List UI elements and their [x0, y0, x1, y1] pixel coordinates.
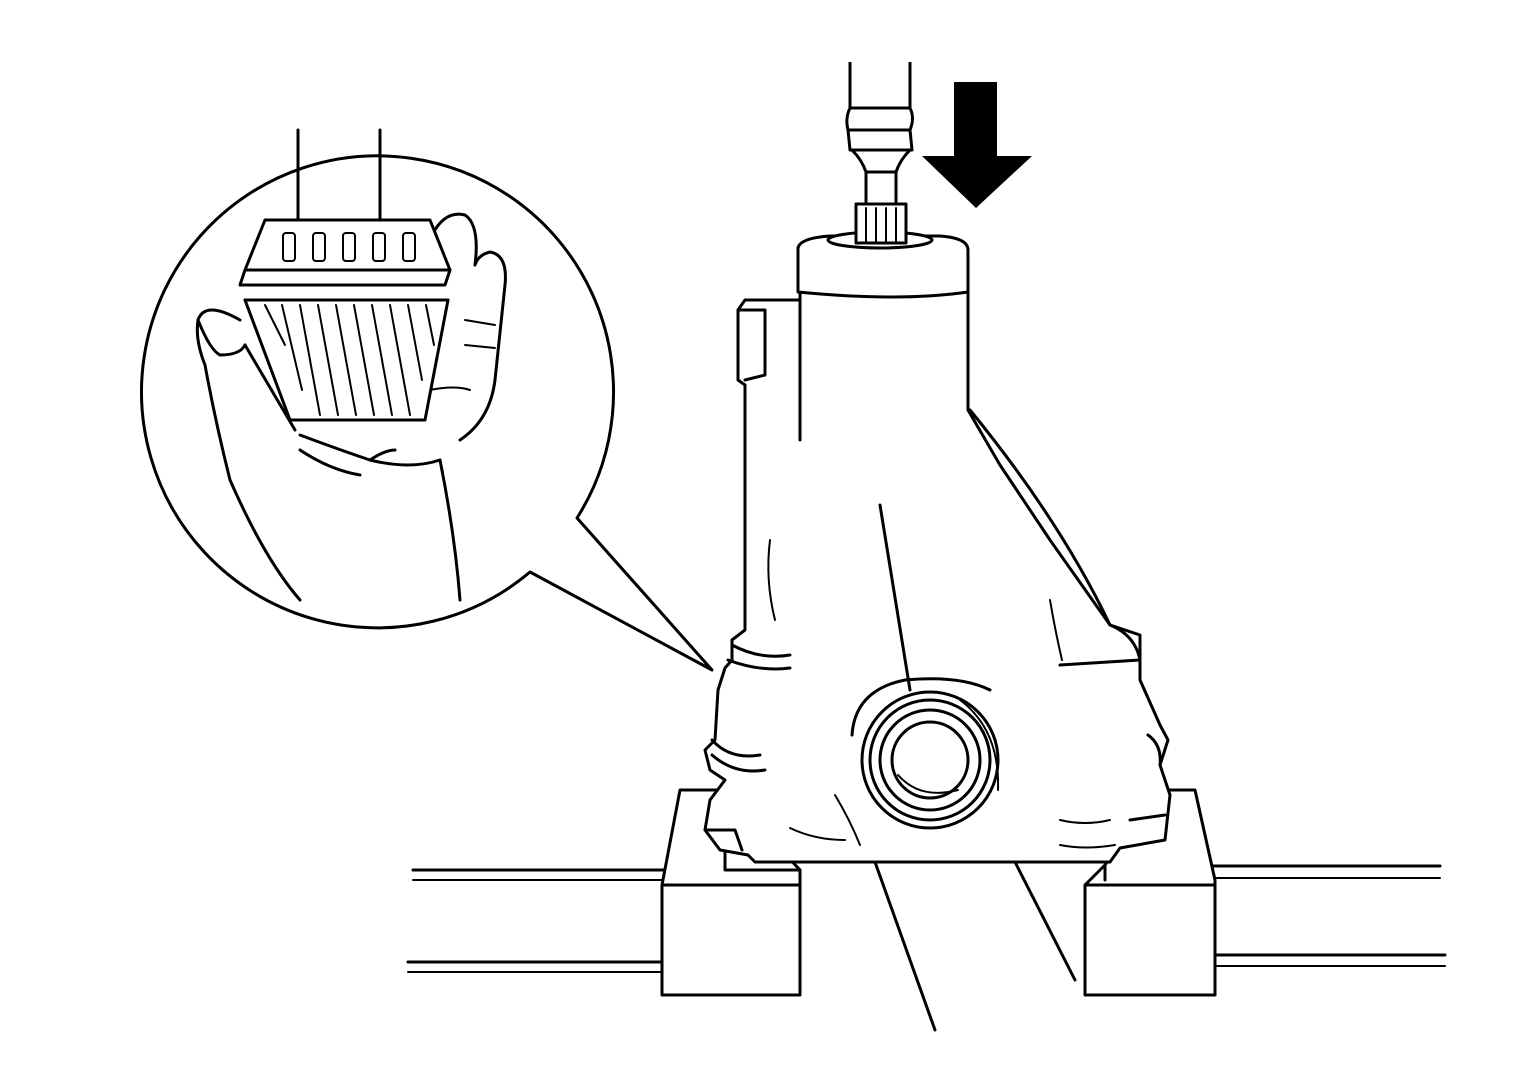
press-tool — [845, 62, 914, 245]
bench-rails — [406, 864, 1447, 973]
hand — [195, 212, 507, 602]
bearing-hatching — [264, 304, 435, 416]
press-arrow-icon — [922, 82, 1032, 208]
shaft-stub — [873, 860, 1077, 1032]
tapered-roller-bearing — [238, 128, 452, 422]
differential-carrier-housing — [703, 230, 1172, 864]
